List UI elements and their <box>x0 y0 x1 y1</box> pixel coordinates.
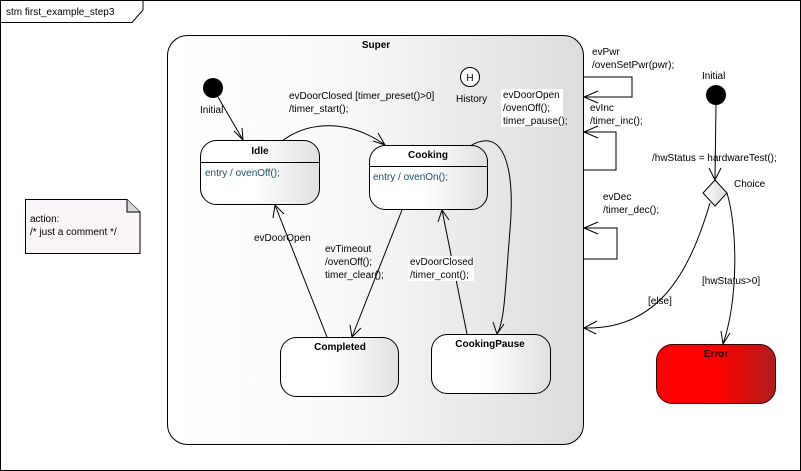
label-cooking-to-pause-action1: /ovenOff(); <box>503 103 550 114</box>
label-cooking-to-completed-trigger: evTimeout <box>325 244 372 255</box>
note-line-2: /* just a comment */ <box>30 227 117 238</box>
arrowhead-icon <box>708 167 722 182</box>
initial-outer-label: Initial <box>702 71 725 82</box>
label-pause-to-cooking-action: /timer_cont(); <box>410 270 469 281</box>
state-idle[interactable]: Idle entry / ovenOff(); <box>200 140 320 205</box>
arrowhead-icon <box>272 203 285 219</box>
label-completed-to-idle: evDoorOpen <box>254 233 311 244</box>
label-cooking-to-pause-action2: timer_pause(); <box>503 116 567 127</box>
transition-completed-to-idle[interactable] <box>274 204 328 338</box>
transition-self-evinc[interactable] <box>584 131 617 171</box>
arrowhead-icon <box>349 324 362 339</box>
transition-initial-to-idle[interactable] <box>217 96 244 141</box>
frame-title: stm first_example_step3 <box>6 7 115 18</box>
state-cooking-pause-name: CookingPause <box>455 339 525 350</box>
label-bg <box>408 256 474 281</box>
arrowhead-icon <box>582 125 599 139</box>
label-self-evinc-trigger: evInc <box>590 103 614 114</box>
arrowhead-icon <box>372 132 387 146</box>
label-idle-to-cooking-action: /timer_start(); <box>289 104 348 115</box>
history-icon: H <box>466 73 473 84</box>
transition-cooking-to-pause[interactable] <box>469 140 512 335</box>
initial-inner-label: Initial <box>200 105 223 116</box>
transition-cooking-to-completed[interactable] <box>351 209 403 338</box>
transition-idle-to-cooking[interactable] <box>281 125 386 146</box>
label-bg <box>501 89 563 127</box>
label-self-evinc-action: /timer_inc(); <box>590 116 643 127</box>
label-cooking-to-completed-action1: /ovenOff(); <box>325 257 372 268</box>
label-self-evpwr-trigger: evPwr <box>592 47 620 58</box>
note-line-1: action: <box>30 214 59 225</box>
state-completed[interactable]: Completed <box>280 337 399 397</box>
arrowhead-icon <box>233 127 244 142</box>
label-initial-to-choice: /hwStatus = hardwareTest(); <box>652 153 777 164</box>
state-super-name: Super <box>362 40 390 51</box>
state-error-name: Error <box>704 349 729 360</box>
choice-label: Choice <box>734 179 766 190</box>
label-choice-error: [hwStatus>0] <box>702 276 760 287</box>
history-pseudostate[interactable]: H <box>460 67 480 87</box>
state-cooking-entry: entry / ovenOn(); <box>373 172 448 183</box>
state-error[interactable]: Error <box>656 344 776 404</box>
label-self-evpwr-action: /ovenSetPwr(pwr); <box>592 60 674 71</box>
initial-pseudostate-outer[interactable] <box>706 85 726 105</box>
label-self-evdec-trigger: evDec <box>603 192 631 203</box>
label-idle-to-cooking-trigger: evDoorClosed [timer_preset()>0] <box>289 91 435 102</box>
state-cooking-name: Cooking <box>408 150 448 161</box>
note-comment[interactable]: action: /* just a comment */ <box>25 199 141 254</box>
label-choice-else: [else] <box>648 296 672 307</box>
state-idle-name: Idle <box>251 146 269 157</box>
state-completed-name: Completed <box>314 342 366 353</box>
label-self-evdec-action: /timer_dec(); <box>603 205 659 216</box>
arrowhead-icon <box>582 221 599 235</box>
transition-choice-to-error[interactable] <box>722 192 736 345</box>
initial-pseudostate-inner[interactable] <box>203 78 223 98</box>
transition-initial-to-choice[interactable] <box>714 104 717 181</box>
label-cooking-to-completed-action2: timer_clear(); <box>325 270 384 281</box>
arrowhead-icon <box>582 320 598 335</box>
arrowhead-icon <box>437 208 450 223</box>
history-label: History <box>456 94 487 105</box>
transition-self-evpwr[interactable] <box>584 76 633 98</box>
state-cooking-pause[interactable]: CookingPause <box>431 334 551 394</box>
label-pause-to-cooking-trigger: evDoorClosed <box>410 257 473 268</box>
state-cooking[interactable]: Cooking entry / ovenOn(); <box>369 145 488 210</box>
state-idle-entry: entry / ovenOff(); <box>205 168 280 179</box>
label-cooking-to-pause-trigger: evDoorOpen <box>503 90 560 101</box>
arrowhead-icon <box>720 330 731 346</box>
frame-title-tab <box>0 0 144 23</box>
transition-self-evdec[interactable] <box>584 227 618 260</box>
choice-pseudostate[interactable] <box>702 179 728 207</box>
arrowhead-icon <box>582 90 599 104</box>
arrowhead-icon <box>492 321 505 336</box>
transition-choice-else[interactable] <box>583 202 711 329</box>
